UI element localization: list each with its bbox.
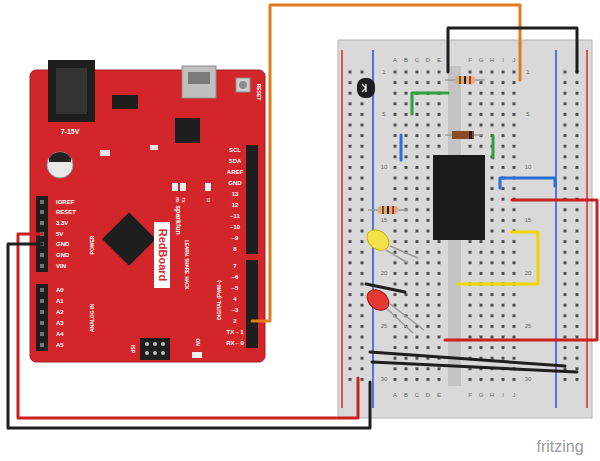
pin-label: SDA <box>229 158 242 164</box>
column-letter: H <box>490 392 494 398</box>
led-label: RX <box>175 197 179 203</box>
column-letter: F <box>468 392 472 398</box>
pin-label: ~11 <box>230 213 240 219</box>
pin-label: 8 <box>233 246 236 252</box>
pin-label: 3.3V <box>56 220 68 226</box>
column-letter: B <box>404 57 408 63</box>
pin-label: RESET <box>56 209 76 215</box>
column-letter: H <box>490 57 494 63</box>
row-number: 20 <box>381 270 388 276</box>
board-name: RedBoard <box>157 229 168 282</box>
pin-label: IOREF <box>56 199 74 205</box>
column-letter: D <box>426 57 430 63</box>
column-letter: F <box>468 57 472 63</box>
pin-label: ~5 <box>232 285 239 291</box>
pin-label: 4 <box>233 296 236 302</box>
pin-label: A5 <box>56 342 64 348</box>
pin-label: 2 <box>233 318 236 324</box>
column-letter: I <box>502 392 504 398</box>
row-number: 5 <box>526 111 529 117</box>
pin-label: VIN <box>56 263 66 269</box>
column-letter: E <box>437 392 441 398</box>
pin-label: 13 <box>232 191 239 197</box>
row-number: 1 <box>382 69 385 75</box>
column-letter: D <box>426 392 430 398</box>
pin-label: GND <box>56 252 69 258</box>
pin-label: SCL <box>229 147 241 153</box>
row-number: 15 <box>525 217 532 223</box>
row-number: 30 <box>525 376 532 382</box>
pin-label: A3 <box>56 320 64 326</box>
board-text: ON <box>195 338 200 346</box>
row-number: 30 <box>381 376 388 382</box>
row-number: 10 <box>381 164 388 170</box>
pin-label: GND <box>56 241 69 247</box>
row-number: 1 <box>526 69 529 75</box>
row-number: 25 <box>525 323 532 329</box>
section-label: DIGITAL (PWM~) <box>217 280 222 319</box>
pin-label: A4 <box>56 331 64 337</box>
column-letter: B <box>404 392 408 398</box>
column-letter: A <box>393 57 397 63</box>
column-letter: G <box>479 57 484 63</box>
row-number: 20 <box>525 270 532 276</box>
led-label: 13 <box>206 198 210 202</box>
pin-label: ~9 <box>232 235 239 241</box>
watermark: fritzing <box>536 439 583 455</box>
board-text: RESET <box>256 84 261 101</box>
pin-label: TX→1 <box>226 329 243 335</box>
row-number: 15 <box>381 217 388 223</box>
column-letter: J <box>513 392 516 398</box>
column-letter: A <box>393 392 397 398</box>
row-number: 10 <box>525 164 532 170</box>
pin-label: 5V <box>56 231 63 237</box>
pin-label: RX←0 <box>226 340 244 346</box>
pin-label: A2 <box>56 309 64 315</box>
section-label: ANALOG IN <box>90 304 95 332</box>
board-text: ISP <box>130 345 135 353</box>
pin-label: 7 <box>233 263 236 269</box>
row-number: 25 <box>381 323 388 329</box>
pin-label: AREF <box>227 169 243 175</box>
led-label: TX <box>181 197 185 202</box>
column-letter: E <box>437 57 441 63</box>
pin-label: ~6 <box>232 274 239 280</box>
column-letter: C <box>415 392 419 398</box>
pin-label: 12 <box>232 202 239 208</box>
column-letter: G <box>479 392 484 398</box>
column-letter: J <box>513 57 516 63</box>
row-number: 5 <box>382 111 385 117</box>
section-label: POWER <box>90 236 95 255</box>
pin-label: A1 <box>56 298 64 304</box>
slogan-text: LEARN. SHARE. HACK <box>184 240 189 289</box>
board-text: 7-15V <box>61 128 80 135</box>
pin-label: GND <box>228 180 241 186</box>
column-letter: I <box>502 57 504 63</box>
brand-logo: sparkfun <box>175 205 182 235</box>
pin-label: A0 <box>56 287 64 293</box>
pin-label: ~3 <box>232 307 239 313</box>
column-letter: C <box>415 57 419 63</box>
pin-label: ~10 <box>230 224 240 230</box>
